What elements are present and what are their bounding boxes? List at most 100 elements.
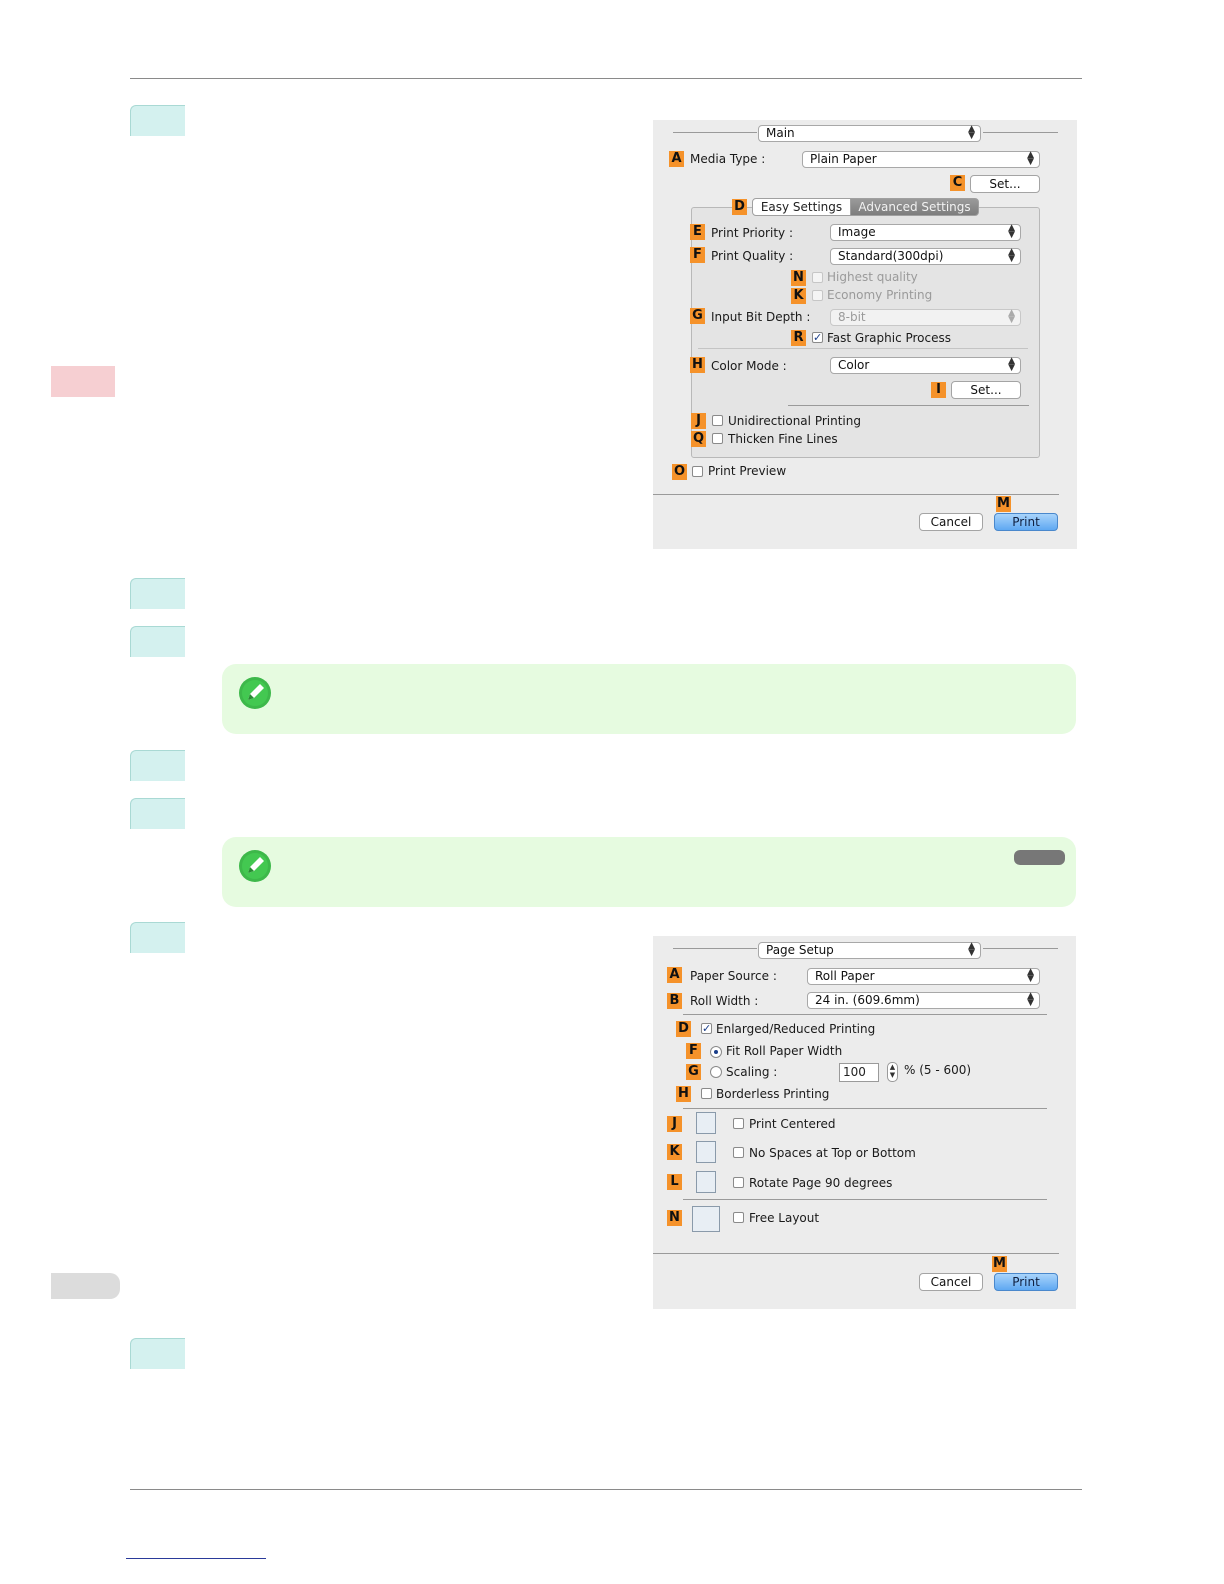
sidebar-page-marker: [51, 1273, 120, 1299]
print-priority-select[interactable]: Image ▲▼: [830, 224, 1021, 241]
media-type-select[interactable]: Plain Paper▲▼: [802, 151, 1040, 168]
panel-popup[interactable]: Page Setup ▲▼: [758, 942, 981, 959]
step-tab-1: [130, 105, 185, 136]
marker-k: K: [791, 288, 806, 304]
marker-r: R: [791, 330, 806, 346]
marker-k: K: [667, 1144, 682, 1160]
panel-popup-label: Page Setup: [766, 943, 834, 957]
paper-source-label: Paper Source :: [690, 969, 777, 983]
economy-printing-checkbox[interactable]: [812, 290, 823, 301]
marker-d: D: [676, 1021, 691, 1037]
scaling-radio[interactable]: [710, 1066, 722, 1078]
paper-source-select[interactable]: Roll Paper▲▼: [807, 968, 1040, 985]
bottom-rule: [130, 1489, 1082, 1490]
print-centered-icon: [696, 1112, 716, 1134]
marker-a: A: [667, 967, 682, 983]
unidirectional-checkbox[interactable]: [712, 415, 723, 426]
print-preview-label: Print Preview: [708, 464, 787, 478]
borderless-label: Borderless Printing: [716, 1087, 830, 1101]
fit-roll-width-radio[interactable]: [710, 1046, 722, 1058]
rotate-page-checkbox[interactable]: [733, 1177, 744, 1188]
marker-g: G: [686, 1064, 701, 1080]
note-pencil-icon: [239, 850, 271, 882]
stepper-arrows-icon: ▲▼: [1008, 247, 1015, 264]
print-priority-value: Image: [838, 225, 876, 239]
input-bit-depth-select[interactable]: 8-bit▲▼: [830, 309, 1021, 326]
tab-easy-settings[interactable]: Easy Settings: [752, 198, 851, 216]
panel-popup-label: Main: [766, 126, 795, 140]
color-mode-value: Color: [838, 358, 870, 372]
marker-e: E: [690, 224, 705, 240]
marker-o: O: [672, 464, 687, 480]
panel-popup[interactable]: Main▲▼: [758, 125, 981, 142]
stepper-arrows-icon: ▲▼: [1008, 356, 1015, 373]
highest-quality-checkbox[interactable]: [812, 272, 823, 283]
note-box-2: [222, 837, 1076, 907]
marker-l: L: [667, 1174, 682, 1190]
note-pencil-icon: [239, 677, 271, 709]
marker-d: D: [732, 199, 747, 215]
divider: [983, 948, 1058, 949]
cancel-button[interactable]: Cancel: [919, 513, 983, 531]
print-priority-label: Print Priority :: [711, 226, 793, 240]
unidirectional-label: Unidirectional Printing: [728, 414, 861, 428]
no-spaces-checkbox[interactable]: [733, 1147, 744, 1158]
economy-printing-label: Economy Printing: [827, 288, 933, 302]
note-box-1: [222, 664, 1076, 734]
rotate-page-icon: [696, 1171, 716, 1193]
tab-advanced-settings[interactable]: Advanced Settings: [850, 198, 979, 216]
roll-width-value: 24 in. (609.6mm): [815, 993, 920, 1007]
scaling-label: Scaling :: [726, 1065, 778, 1079]
marker-i: I: [931, 382, 946, 398]
color-mode-select[interactable]: Color ▲▼: [830, 357, 1021, 374]
marker-j: J: [667, 1116, 682, 1132]
marker-m: M: [992, 1256, 1007, 1272]
marker-f: F: [686, 1043, 701, 1059]
note-badge: [1014, 850, 1065, 865]
divider: [653, 494, 1059, 495]
divider: [683, 1108, 1047, 1109]
enlarged-reduced-checkbox[interactable]: ✓: [701, 1022, 712, 1035]
step-tab-2: [130, 578, 185, 609]
roll-width-select[interactable]: 24 in. (609.6mm)▲▼: [807, 992, 1040, 1009]
marker-j: J: [691, 413, 706, 429]
fast-graphic-checkbox[interactable]: ✓: [812, 331, 823, 344]
print-button[interactable]: Print: [994, 513, 1058, 531]
media-type-label: Media Type :: [690, 152, 766, 166]
step-tab-5: [130, 798, 185, 829]
borderless-checkbox[interactable]: [701, 1088, 712, 1099]
thicken-lines-checkbox[interactable]: [712, 433, 723, 444]
enlarged-reduced-label: Enlarged/Reduced Printing: [716, 1022, 876, 1036]
media-set-button[interactable]: Set...: [970, 175, 1040, 193]
fit-roll-width-label: Fit Roll Paper Width: [726, 1044, 843, 1058]
scaling-stepper[interactable]: ▲▼: [887, 1062, 898, 1082]
step-tab-4: [130, 750, 185, 781]
free-layout-checkbox[interactable]: [733, 1212, 744, 1223]
step-tab-7: [130, 1338, 185, 1369]
thicken-lines-label: Thicken Fine Lines: [728, 432, 838, 446]
print-dialog-page-setup: Page Setup ▲▼ A Paper Source : Roll Paper…: [653, 936, 1076, 1309]
divider: [683, 1199, 1047, 1200]
cancel-button[interactable]: Cancel: [919, 1273, 983, 1291]
color-set-button[interactable]: Set...: [951, 381, 1021, 399]
media-type-value: Plain Paper: [810, 152, 877, 166]
stepper-arrows-icon: ▲▼: [968, 941, 975, 958]
input-bit-depth-label: Input Bit Depth :: [711, 310, 811, 324]
divider: [698, 348, 1028, 349]
divider: [653, 1253, 1059, 1254]
print-preview-checkbox[interactable]: [692, 466, 703, 477]
print-dialog-main: Main▲▼ A Media Type : Plain Paper▲▼ C Se…: [653, 120, 1077, 549]
roll-width-label: Roll Width :: [690, 994, 759, 1008]
stepper-arrows-icon: ▲▼: [1008, 223, 1015, 240]
divider: [673, 948, 757, 949]
print-button[interactable]: Print: [994, 1273, 1058, 1291]
marker-h: H: [690, 357, 705, 373]
paper-source-value: Roll Paper: [815, 969, 875, 983]
step-tab-6: [130, 922, 185, 953]
print-centered-checkbox[interactable]: [733, 1118, 744, 1129]
print-quality-select[interactable]: Standard(300dpi)▲▼: [830, 248, 1021, 265]
fast-graphic-label: Fast Graphic Process: [827, 331, 952, 345]
scaling-input[interactable]: 100: [839, 1063, 879, 1082]
scaling-range: % (5 - 600): [904, 1063, 972, 1077]
footer-link-underline[interactable]: [126, 1558, 266, 1559]
